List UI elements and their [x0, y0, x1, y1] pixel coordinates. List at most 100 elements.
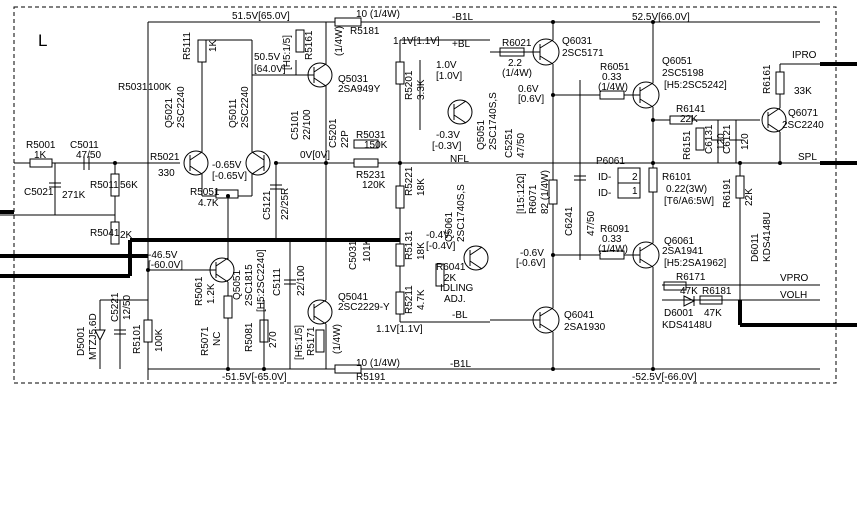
r5001-label: R5001	[26, 140, 56, 151]
r6171-label: R6171	[676, 272, 706, 283]
r6161-value: 33K	[794, 86, 812, 97]
r5221-label: R5221	[404, 166, 415, 196]
c5201-value: 22P	[340, 130, 351, 148]
d6011-label: D6011	[750, 233, 761, 262]
r5081-value: 270	[268, 331, 279, 348]
r5161-hs: [H5:1/5]	[282, 35, 293, 70]
r6071-label: R6071	[528, 184, 539, 214]
r6101-label: R6101	[662, 172, 692, 183]
resistor-r5051	[215, 189, 239, 199]
volh-label: VOLH	[780, 290, 807, 301]
r5171-hs: [H5:1/5]	[294, 325, 305, 360]
sense-network	[653, 115, 820, 307]
resistor-r5131	[395, 243, 405, 267]
r6171-value: 47K	[680, 286, 698, 297]
vr-voltage-a: 1.0V	[436, 60, 457, 71]
transistor-q5011	[245, 150, 271, 176]
q6041-voltage-b: [-0.6V]	[516, 258, 546, 269]
c5031-label: C5031	[348, 240, 359, 270]
r5041-value: 2K	[120, 230, 133, 241]
r5071-label: R5071	[200, 326, 211, 356]
nfl-label: NFL	[450, 154, 469, 165]
r5201-label: R5201	[404, 70, 415, 100]
r5131-value: 18K	[416, 242, 427, 260]
q5031-part: 2SA949Y	[338, 84, 381, 95]
q5051-label: Q5051	[476, 120, 487, 150]
r6181-label: R6181	[702, 286, 732, 297]
r6041-desc-2: ADJ.	[444, 294, 466, 305]
bias-voltage-b: [-0.4V]	[426, 241, 456, 252]
r5051-label: R5051	[190, 187, 220, 198]
plus-bl-label: +BL	[452, 39, 471, 50]
r6191-value: 22K	[744, 188, 755, 206]
resistor-r6141	[669, 115, 693, 125]
r5071-value: NC	[212, 332, 223, 346]
r6021-label: R6021	[502, 38, 532, 49]
p6061-pin-id2: ID-	[598, 188, 611, 199]
c5021-value: 271K	[62, 190, 86, 201]
bottom-left-voltage: -51.5V[-65.0V]	[222, 372, 287, 383]
r5001-value: 1K	[34, 150, 47, 161]
r6091-power: (1/4W)	[598, 244, 628, 255]
r5211-value: 4.7K	[416, 289, 427, 310]
r5031-top-value: 100K	[148, 82, 172, 93]
q5021-part: 2SC2240	[176, 86, 187, 128]
r6021-value: 2.2	[508, 58, 522, 69]
junction-dots	[113, 20, 782, 371]
c5221-label: C5221	[110, 292, 121, 322]
zener-d5001	[94, 329, 106, 342]
r6191-label: R6191	[722, 178, 733, 208]
top-left-voltage: 51.5V[65.0V]	[232, 11, 290, 22]
top-right-voltage: 52.5V[66.0V]	[632, 12, 690, 23]
q5011-label: Q5011	[228, 98, 239, 128]
q6051-label: Q6051	[662, 56, 692, 67]
d5001-part: MTZJ5.6D	[88, 313, 99, 360]
p6061-pin-2: 2	[632, 172, 638, 183]
top-rail-name: -B1L	[452, 12, 474, 23]
c6241-value: 47/50	[586, 211, 597, 236]
c5121-label: C5121	[262, 190, 273, 220]
transistor-q6071	[761, 107, 787, 133]
resistor-r5001	[29, 158, 53, 168]
bias-network	[395, 39, 490, 323]
r5031-top-label: R5031	[118, 82, 148, 93]
c5011-label: C5011	[70, 140, 99, 151]
bias-voltage-a: -0.4V	[426, 230, 450, 241]
resistor-r5181	[334, 17, 362, 27]
q6051-hs: [H5:2SC5242]	[664, 80, 727, 91]
q6031-label: Q6031	[562, 36, 592, 47]
q5061-part: 2SC1740S,S	[456, 184, 467, 242]
resistor-r6041	[435, 263, 445, 287]
resistor-r6071	[548, 179, 558, 205]
spl-label: SPL	[798, 152, 817, 163]
p6061-label: P6061	[596, 156, 625, 167]
r5011-label: R5011	[90, 180, 119, 191]
q5031-voltage-b: [64.0V]	[254, 64, 286, 75]
q6031-voltage-a: 0.6V	[518, 84, 539, 95]
transistor-q6051	[632, 81, 660, 109]
r6041-label: R6041	[436, 262, 466, 273]
r5111-label: R5111	[182, 32, 193, 60]
resistor-r5011	[110, 173, 120, 197]
transistor-q5041	[307, 299, 333, 325]
r5221-value: 18K	[416, 178, 427, 196]
resistor-r5041	[110, 221, 120, 245]
r6051-power: (1/4W)	[598, 82, 628, 93]
r5161-value: (1/4W)	[334, 26, 345, 56]
q5051b-label: Q5051	[232, 270, 243, 300]
r5231-label: R5231	[356, 170, 386, 181]
c5101-label: C5101	[290, 110, 301, 140]
r5031-label: R5031	[356, 130, 386, 141]
r5031-value: 150K	[364, 140, 388, 151]
q6061-label: Q6061	[664, 236, 694, 247]
r5111-value: 1K	[208, 39, 219, 52]
c5221-value: 12/50	[122, 295, 133, 320]
resistor-r5201	[395, 61, 405, 85]
r6101-value: 0.22(3W)	[666, 184, 707, 195]
vpro-label: VPRO	[780, 273, 809, 284]
q6061-part: 2SA1941	[662, 246, 704, 257]
center-voltage: 0V[0V]	[300, 150, 330, 161]
c5011-value: 47/50	[76, 150, 101, 161]
ipro-label: IPRO	[792, 50, 817, 61]
q5051b-hs: [H5:2SC2240]	[256, 249, 267, 312]
